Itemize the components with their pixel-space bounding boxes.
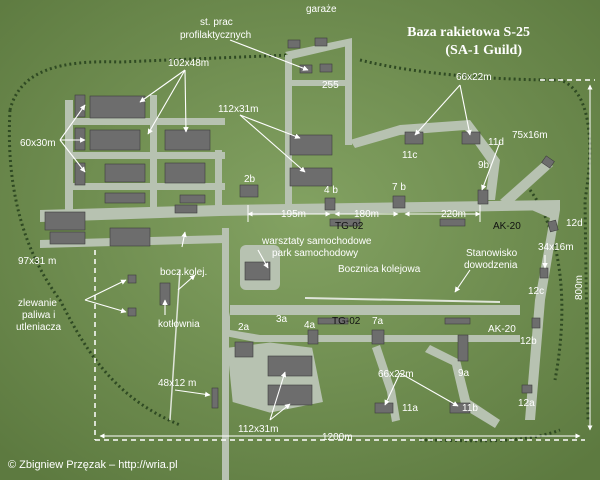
label-2a: 2a [238, 322, 250, 333]
label-7a: 7a [372, 316, 384, 327]
label-1200m: 1200m [322, 432, 353, 443]
label-2b: 2b [244, 174, 256, 185]
label-800m: 800m [574, 275, 585, 300]
label-utleniacza: utleniacza [16, 322, 61, 333]
label-paliwa: paliwa i [22, 310, 55, 321]
label-220m: 220m [441, 209, 466, 220]
label-stanowisko: Stanowisko [466, 248, 518, 259]
label-zlewanie: zlewanie [18, 298, 57, 309]
label-195m: 195m [281, 209, 306, 220]
annotation-arrows [59, 39, 548, 421]
label-66x22m-bottom: 66x22m [378, 369, 414, 380]
label-75x16m: 75x16m [512, 130, 548, 141]
title-line-1: Baza rakietowa S-25 [407, 25, 530, 40]
label-4b: 4 b [324, 185, 338, 196]
label-12a: 12a [518, 398, 535, 409]
label-180m: 180m [354, 209, 379, 220]
label-11b: 11b [462, 403, 478, 414]
label-garaze: garaże [306, 4, 337, 15]
dimension-lines [94, 79, 595, 441]
label-kotlownia: kotłownia [158, 319, 200, 330]
label-12b: 12b [520, 336, 537, 347]
label-11c: 11c [402, 150, 417, 161]
label-112x31m-bottom: 112x31m [238, 424, 278, 435]
label-9a: 9a [458, 368, 470, 379]
label-102x48m: 102x48m [168, 58, 209, 69]
label-9b: 9b [478, 160, 490, 171]
label-255: 255 [322, 80, 339, 91]
buildings [44, 37, 559, 414]
label-tg02-bottom: TG-02 [332, 316, 361, 327]
label-ak20-top: AK-20 [493, 221, 521, 232]
label-3a: 3a [276, 314, 288, 325]
map-labels: Baza rakietowa S-25 (SA-1 Guild) garaże … [8, 4, 585, 471]
label-bocznica: Bocznica kolejowa [338, 264, 421, 275]
label-dowodzenia: dowodzenia [464, 260, 518, 271]
label-profilaktycznych: profilaktycznych [180, 30, 251, 41]
label-warsztaty: warsztaty samochodowe [261, 236, 372, 247]
label-park: park samochodowy [272, 248, 358, 259]
label-11d: 11d [488, 137, 504, 148]
label-11a: 11a [402, 403, 418, 414]
label-ak20-bottom: AK-20 [488, 324, 516, 335]
label-12d: 12d [566, 218, 583, 229]
title-line-2: (SA-1 Guild) [445, 43, 522, 58]
label-97x31m: 97x31 m [18, 256, 56, 267]
label-34x16m: 34x16m [538, 242, 574, 253]
label-7b: 7 b [392, 182, 406, 193]
copyright-notice: © Zbigniew Przęzak – http://wria.pl [8, 459, 178, 471]
label-48x12m: 48x12 m [158, 378, 196, 389]
label-4a: 4a [304, 320, 316, 331]
label-12c: 12c [528, 286, 544, 297]
label-bocz-kolej: bocz.kolej. [160, 267, 207, 278]
label-66x22m-top: 66x22m [456, 72, 492, 83]
label-st-prac: st. prac [200, 17, 233, 28]
label-60x30m: 60x30m [20, 138, 56, 149]
label-112x31m-top: 112x31m [218, 104, 258, 115]
label-tg02-top: TG-02 [335, 221, 364, 232]
